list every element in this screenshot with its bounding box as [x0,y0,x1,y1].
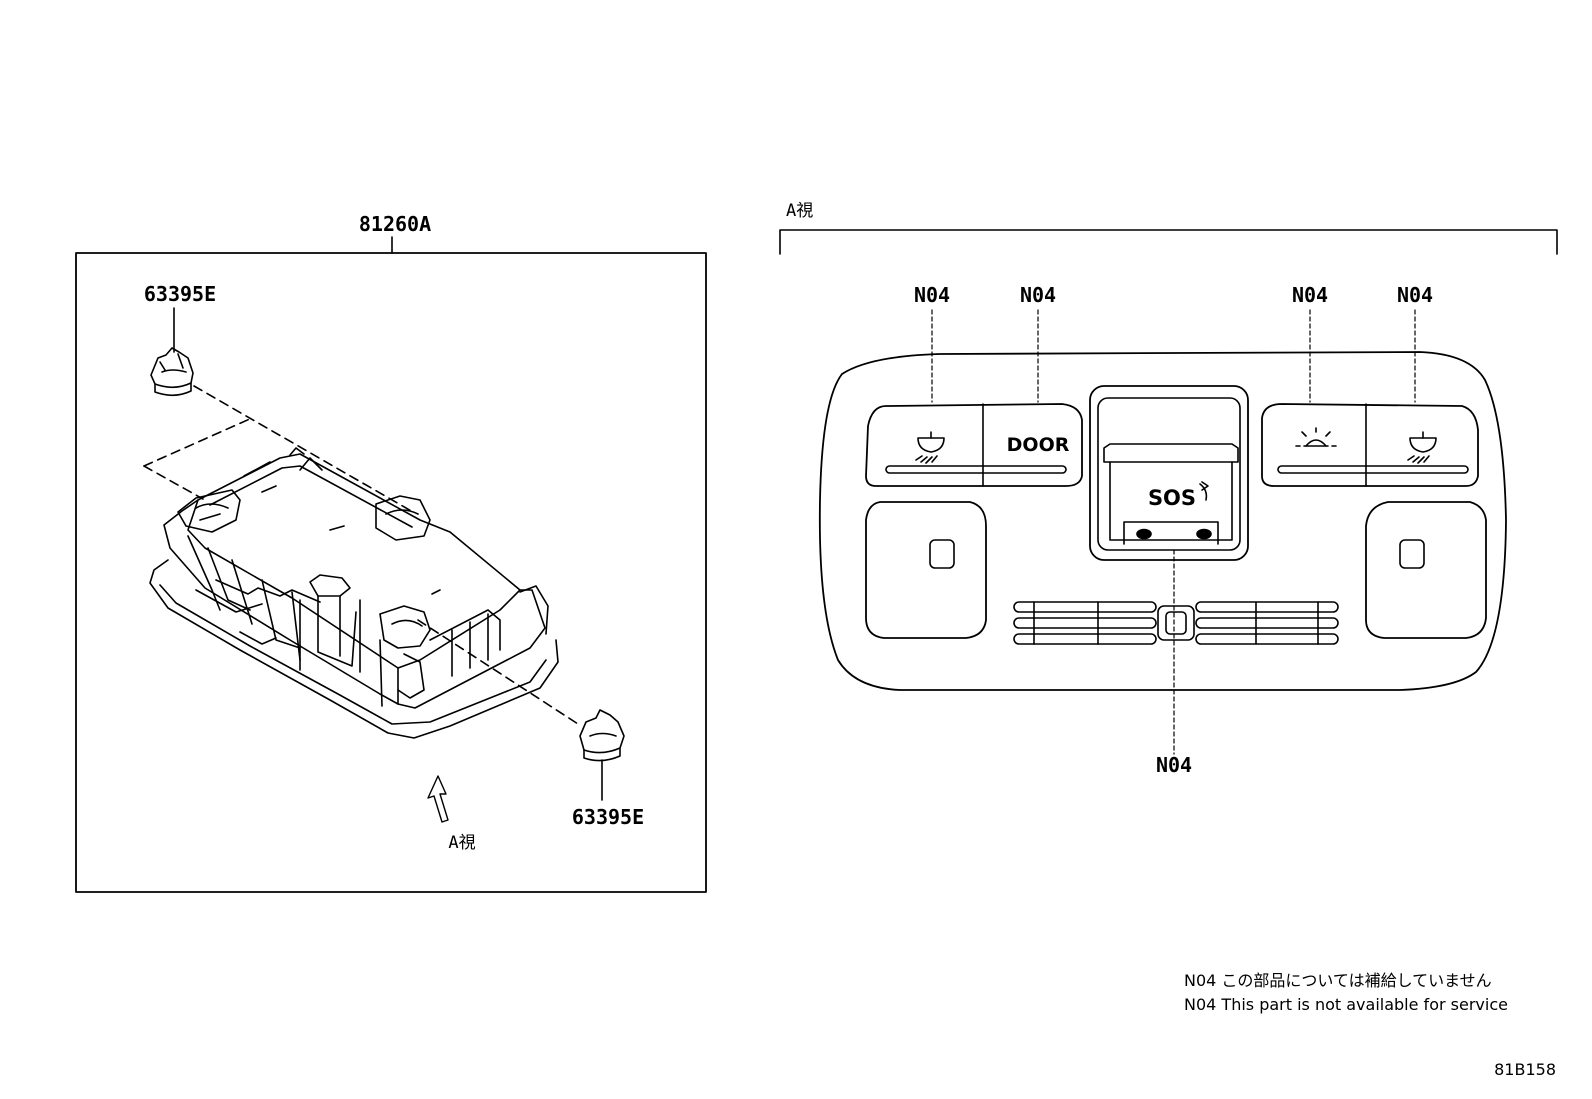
console-outline [818,351,1507,691]
right-lens-bay [1365,501,1487,639]
n04-leaders [931,309,1416,755]
map-light-right-icon[interactable] [1407,431,1437,464]
left-lens-icon [929,539,955,569]
right-lens-icon [1399,539,1425,569]
n04-label-sos: N04 [1156,753,1192,777]
n04-label-map-left: N04 [914,283,950,307]
view-ref-label: A視 [448,833,475,853]
mic-icon [1165,611,1187,635]
view-arrow-icon [427,775,449,823]
assembly-frame [75,252,707,893]
sos-indicator-right [1196,528,1212,540]
sos-module-inner [1097,397,1241,551]
left-switch-bezel [865,403,1083,487]
sos-cover-hinge [1103,443,1239,463]
n04-label-dome: N04 [1292,283,1328,307]
sos-button[interactable]: SOS [1148,486,1196,510]
figure-id: 81B158 [1494,1060,1556,1079]
view-title: A視 [786,201,813,221]
dome-light-icon[interactable] [1295,427,1337,447]
n04-label-map-right: N04 [1397,283,1433,307]
sos-indicator-left [1136,528,1152,540]
clip-top-icon [150,347,194,397]
map-light-left-icon[interactable] [915,431,945,464]
mic-grille [1013,601,1339,645]
clip-top-label: 63395E [144,282,216,306]
sos-module-frame [1089,385,1249,561]
door-button[interactable]: DOOR [1007,434,1070,456]
left-lens-bay [865,501,987,639]
note-english: N04 This part is not available for servi… [1184,995,1508,1014]
sos-arrow-head-icon [1201,481,1209,491]
view-bracket [779,229,1558,255]
map-lamp-housing [149,447,559,739]
n04-label-door: N04 [1020,283,1056,307]
sos-lower-panel [1123,521,1219,545]
assembly-part-label: 81260A [359,212,431,236]
sos-cover [1109,461,1233,541]
left-switch-indicator [885,465,1067,474]
mic-center-block [1157,605,1195,641]
right-switch-bezel [1261,403,1479,487]
sos-arrow-icon [1199,483,1208,501]
clip-bottom-label: 63395E [572,805,644,829]
right-switch-indicator [1277,465,1469,474]
note-japanese: N04 この部品については補給していません [1184,971,1492,990]
assembly-panel: 81260A 63395E [75,212,707,893]
view-a-panel: A視 DOOR SO [779,201,1558,777]
alignment-dashes [143,385,579,725]
clip-bottom-icon [579,709,625,762]
